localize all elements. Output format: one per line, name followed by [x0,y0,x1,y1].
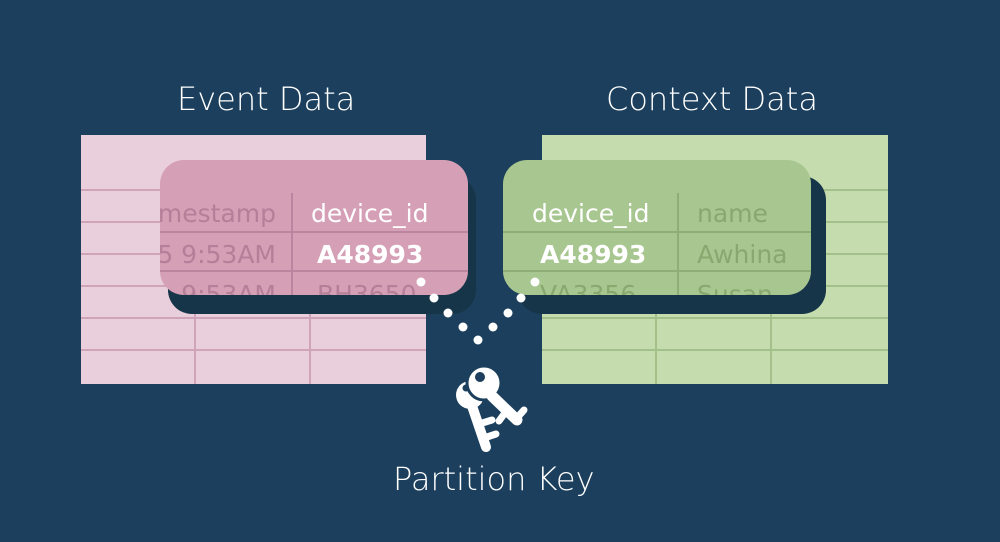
partition-key-label: Partition Key [393,460,595,498]
event-cell-timestamp-2: 9:53AM [181,280,276,309]
event-cell-timestamp: 5 9:53AM [157,240,276,269]
context-col-device-id: device_id [532,199,649,228]
context-cell-name-2: Susan [697,280,773,309]
event-card: timestamp device_id 5 9:53AM A48993 9:53… [141,160,468,309]
keys-icon [456,364,528,452]
context-data-title: Context Data [606,80,818,118]
dotted-connector [416,277,540,345]
event-col-timestamp: timestamp [141,199,276,228]
event-data-title: Event Data [177,80,356,118]
event-cell-device-id-2: BH3650 [317,280,417,309]
event-col-device-id: device_id [311,199,428,228]
context-cell-device-id: A48993 [540,240,646,269]
context-card: device_id name A48993 Awhina VA3356 Susa… [503,160,811,309]
context-cell-name: Awhina [697,240,788,269]
context-cell-device-id-2: VA3356 [540,280,636,309]
context-col-name: name [697,199,768,228]
event-cell-device-id: A48993 [317,240,423,269]
